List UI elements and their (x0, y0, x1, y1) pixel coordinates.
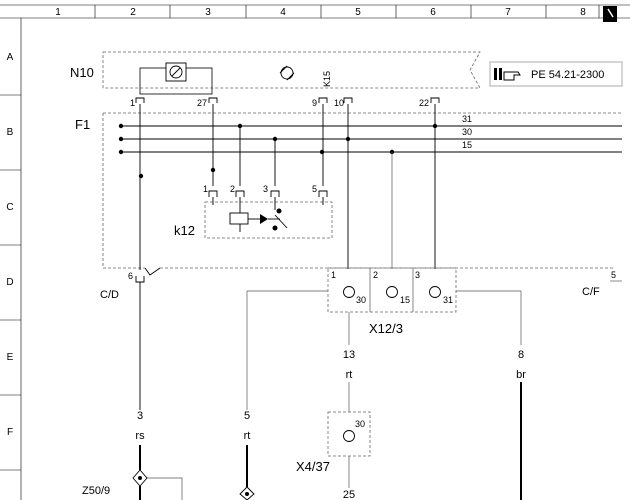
x12-3-connector-outline (327, 267, 457, 313)
f1-module-outline (102, 112, 622, 269)
cd-label: C/D (100, 289, 119, 301)
k15-label: K15 (322, 71, 332, 87)
k12-label: k12 (174, 223, 195, 238)
x12-terminal-31: 31 (443, 295, 453, 305)
wire-5-number: 5 (244, 410, 250, 422)
grid-row-b: B (7, 127, 14, 138)
wire-13-color: rt (346, 369, 353, 381)
x12-pin-3: 3 (415, 270, 420, 280)
wire-8-number: 8 (518, 349, 524, 361)
n10-label: N10 (70, 65, 94, 80)
bus-15-label: 15 (462, 140, 472, 150)
cd-bracket (144, 267, 161, 276)
wire-3-color: rs (135, 430, 145, 442)
x4-37-terminal-circle (343, 430, 355, 442)
f1-pin-6: 6 (128, 271, 133, 281)
z50-9-splice-symbol (132, 469, 183, 500)
grid-row-e: E (7, 352, 14, 363)
x12-pin-1: 1 (331, 270, 336, 280)
x12-terminal-circle-31 (429, 286, 441, 298)
grid-row-f: F (7, 427, 13, 438)
grid-row-a: A (7, 52, 14, 63)
grid-col-8: 8 (580, 7, 586, 18)
k12-pin-2: 2 (230, 184, 235, 194)
grid-frame (0, 4, 630, 500)
wire-13-number: 13 (343, 349, 355, 361)
x12-terminal-circle-15 (386, 286, 398, 298)
grid-col-3: 3 (205, 7, 211, 18)
wire-3-number: 3 (137, 410, 143, 422)
grid-row-d: D (6, 277, 13, 288)
grid-col-2: 2 (130, 7, 136, 18)
grid-col-5: 5 (355, 7, 361, 18)
x12-pin-2: 2 (373, 270, 378, 280)
n10-pin-1: 1 (130, 98, 135, 108)
k12-pin-5: 5 (312, 184, 317, 194)
n10-pin-10: 10 (334, 98, 344, 108)
reference-box: PE 54.21-2300 (489, 61, 623, 87)
x4-37-label: X4/37 (296, 459, 330, 474)
reference-code: PE 54.21-2300 (531, 69, 604, 81)
f1-pin-6-connector (135, 276, 145, 283)
x4-37-terminal-30: 30 (355, 419, 365, 429)
k12-coil-switch-symbol (229, 208, 288, 232)
grid-col-6: 6 (430, 7, 436, 18)
n10-module-outline (102, 51, 481, 89)
f1-internal-wires (139, 104, 436, 270)
x12-3-label: X12/3 (369, 321, 403, 336)
n10-connectors (135, 97, 440, 103)
n10-motor-symbol (279, 65, 295, 81)
bus-30-label: 30 (462, 127, 472, 137)
wire-5-color: rt (244, 430, 251, 442)
splice-col3-symbol (239, 486, 255, 500)
k12-pin-1: 1 (203, 184, 208, 194)
grid-col-7: 7 (505, 7, 511, 18)
n10-sensor-symbol (139, 62, 213, 95)
page-corner-icon (603, 6, 617, 22)
k12-pin-3: 3 (263, 184, 268, 194)
cf-label: C/F (582, 286, 600, 298)
k12-relay-outline (204, 201, 333, 239)
wire-8-color: br (516, 369, 526, 381)
junction-dots (118, 123, 438, 179)
pointing-hand-icon (494, 68, 521, 81)
x12-terminal-circle-30 (343, 286, 355, 298)
n10-pin-22: 22 (419, 98, 429, 108)
x12-terminal-15: 15 (400, 295, 410, 305)
wire-25-number: 25 (343, 489, 355, 500)
x12-terminal-30: 30 (356, 295, 366, 305)
cf-pin-5: 5 (611, 270, 616, 280)
k12-connectors (208, 190, 328, 213)
bus-31-label: 31 (462, 114, 472, 124)
f1-label: F1 (75, 117, 90, 132)
grid-col-1: 1 (55, 7, 61, 18)
grid-row-c: C (6, 202, 13, 213)
z50-9-label: Z50/9 (82, 485, 110, 497)
n10-pin-27: 27 (197, 98, 207, 108)
n10-pin-9: 9 (312, 98, 317, 108)
grid-col-4: 4 (280, 7, 286, 18)
